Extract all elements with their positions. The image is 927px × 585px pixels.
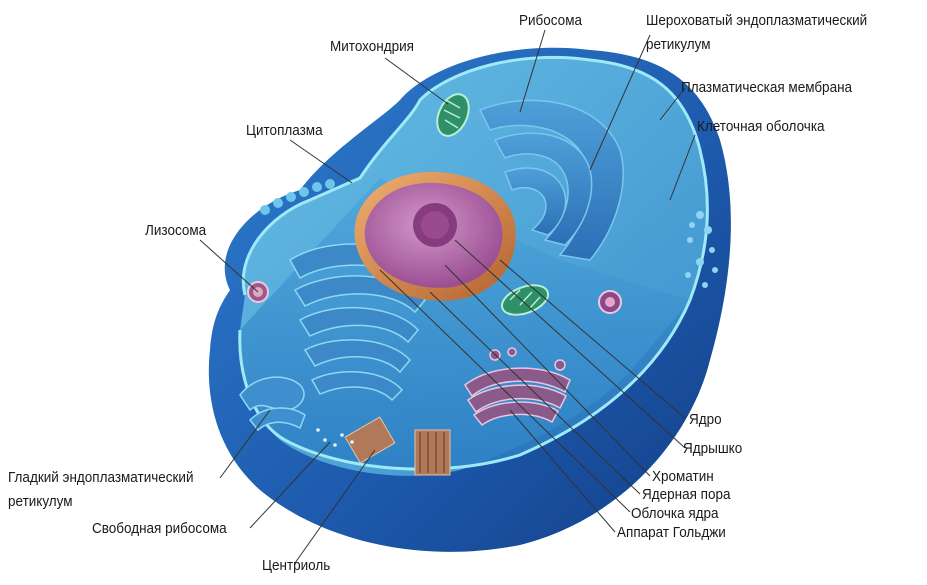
label-nucleus: Ядро [689, 411, 722, 429]
label-plasma-membrane: Плазматическая мембрана [681, 79, 852, 97]
label-lysosome: Лизосома [145, 222, 206, 240]
label-nuclear-envelope: Облочка ядра [631, 505, 719, 523]
label-ribosome: Рибосома [519, 12, 582, 30]
label-free-ribosome: Свободная рибосома [92, 520, 227, 538]
label-rough-er-line2: ретикулум [646, 36, 711, 54]
label-cell-wall: Клеточная оболочка [697, 118, 825, 136]
label-golgi: Аппарат Гольджи [617, 524, 726, 542]
label-centriole: Центриоль [262, 557, 330, 575]
label-nucleolus: Ядрышко [683, 440, 742, 458]
label-smooth-er-line2: ретикулум [8, 493, 73, 511]
label-mitochondrion: Митохондрия [330, 38, 414, 56]
label-smooth-er-line1: Гладкий эндоплазматический [8, 469, 194, 487]
label-cytoplasm: Цитоплазма [246, 122, 323, 140]
label-rough-er-line1: Шероховатый эндоплазматический [646, 12, 867, 30]
label-nuclear-pore: Ядерная пора [642, 486, 731, 504]
label-chromatin: Хроматин [652, 468, 714, 486]
